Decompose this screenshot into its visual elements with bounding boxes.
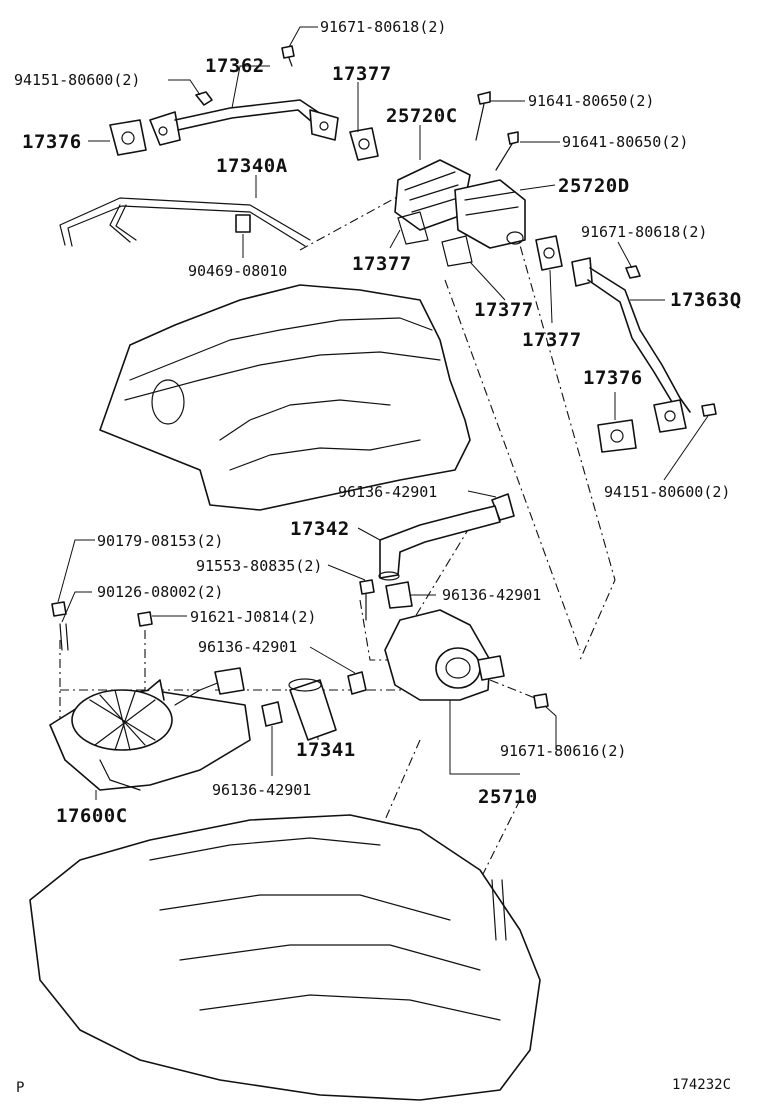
gasket-17377-top: [349, 127, 379, 161]
gasket-17377-right: [535, 235, 563, 271]
bolt-91621: [137, 611, 153, 627]
label-91671-80616: 91671-80616(2): [500, 742, 626, 760]
gasket-17377-mid: [397, 211, 429, 245]
label-91671-80618-right: 91671-80618(2): [581, 223, 707, 241]
bolt-91671-80616: [533, 693, 549, 709]
bolt-91641-a: [475, 91, 491, 141]
bolt-91553: [359, 579, 375, 621]
label-96136-42901-a: 96136-42901: [338, 483, 437, 501]
label-17341: 17341: [296, 739, 356, 761]
intake-manifold: [99, 284, 471, 511]
clamp-96136-c: [347, 671, 367, 695]
label-17340A: 17340A: [216, 155, 288, 177]
label-94151-80600-right: 94151-80600(2): [604, 483, 730, 501]
label-17376-left: 17376: [22, 131, 82, 153]
clamp-96136-d: [261, 701, 283, 727]
label-17342: 17342: [290, 518, 350, 540]
label-17377-mid: 17377: [352, 253, 412, 275]
label-96136-42901-d: 96136-42901: [212, 781, 311, 799]
label-91621-J0814: 91621-J0814(2): [190, 608, 316, 626]
label-17363Q: 17363Q: [670, 289, 742, 311]
label-17377-top: 17377: [332, 63, 392, 85]
label-90126-08002: 90126-08002(2): [97, 583, 223, 601]
gasket-17377-low: [441, 235, 473, 267]
label-96136-42901-c: 96136-42901: [198, 638, 297, 656]
gasket-17376-right: [597, 419, 637, 453]
nut-91671-right: [625, 265, 641, 279]
air-pump-17600C: [49, 667, 251, 791]
engine-block: [29, 814, 541, 1101]
label-17376-right: 17376: [583, 367, 643, 389]
pipe-17363Q: [571, 257, 691, 433]
clamp-96136-b: [385, 581, 413, 609]
label-91641-80650-a: 91641-80650(2): [528, 92, 654, 110]
nut-90179: [51, 601, 67, 617]
label-17377-low: 17377: [474, 299, 534, 321]
valve-25710: [384, 609, 505, 701]
label-90179-08153: 90179-08153(2): [97, 532, 223, 550]
leader-lines: [57, 26, 709, 800]
clip-90469: [235, 214, 251, 233]
diagram-code: 174232C: [672, 1077, 731, 1093]
label-91671-80618-top: 91671-80618(2): [320, 18, 446, 36]
label-25720D: 25720D: [558, 175, 630, 197]
label-17377-right: 17377: [522, 329, 582, 351]
pipe-17362: [149, 99, 339, 146]
footer-left-mark: P: [16, 1080, 24, 1096]
label-94151-80600-left: 94151-80600(2): [14, 71, 140, 89]
nut-94151-left: [195, 91, 213, 106]
label-91641-80650-b: 91641-80650(2): [562, 133, 688, 151]
label-90469-08010: 90469-08010: [188, 262, 287, 280]
bolt-91671-top: [281, 45, 295, 67]
label-25720C: 25720C: [386, 105, 458, 127]
valve-25720D: [454, 179, 526, 249]
bolt-91641-b: [495, 131, 519, 171]
label-91553-80835: 91553-80835(2): [196, 557, 322, 575]
label-25710: 25710: [478, 786, 538, 808]
nut-94151-right: [701, 403, 717, 417]
label-96136-42901-b: 96136-42901: [442, 586, 541, 604]
hose-17342: [378, 505, 501, 581]
stud-90126: [59, 623, 69, 651]
label-17362: 17362: [205, 55, 265, 77]
gasket-17376-left: [109, 119, 147, 156]
label-17600C: 17600C: [56, 805, 128, 827]
hose-17340A: [59, 197, 311, 247]
pipe-17341: [288, 678, 337, 741]
